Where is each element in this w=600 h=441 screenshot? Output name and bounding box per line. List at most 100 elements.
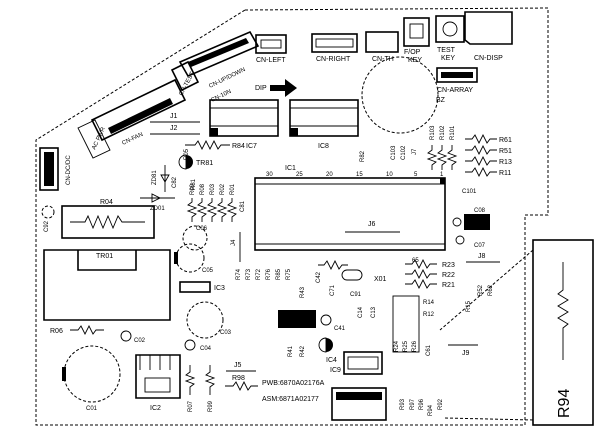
svg-text:R41: R41 xyxy=(288,345,294,357)
svg-text:J6: J6 xyxy=(368,221,376,228)
svg-text:C91: C91 xyxy=(350,292,362,298)
test-key-switch: TEST KEY xyxy=(435,15,465,62)
cap-c61: C61 xyxy=(426,344,432,356)
cap-c92: C92 xyxy=(41,205,55,232)
svg-text:R08: R08 xyxy=(200,183,206,195)
svg-text:R51: R51 xyxy=(499,148,512,155)
buzzer: BZ xyxy=(361,56,446,134)
svg-text:C14: C14 xyxy=(358,306,364,318)
svg-text:J9: J9 xyxy=(462,350,470,357)
svg-text:CN-DISP: CN-DISP xyxy=(474,55,503,62)
cn-right-connector: CN-RIGHT xyxy=(311,33,358,63)
resistor-r03-top: R82 C103 C102 J7 xyxy=(360,145,418,162)
inset-box xyxy=(532,239,594,426)
resistor-r84: R84 xyxy=(185,139,245,151)
svg-text:R93: R93 xyxy=(400,398,406,410)
chip-ic9: IC9 xyxy=(330,351,383,375)
svg-text:CN-RIGHT: CN-RIGHT xyxy=(316,56,351,63)
cn-dcdc-connector: CN-DC/DC xyxy=(39,147,72,191)
svg-text:CN-DC/DC: CN-DC/DC xyxy=(66,155,72,185)
svg-text:IC9: IC9 xyxy=(330,367,341,374)
svg-text:C13: C13 xyxy=(371,306,377,318)
svg-text:J1: J1 xyxy=(170,113,178,120)
cn-test-connector: CN-TEST xyxy=(170,60,200,97)
svg-text:C101: C101 xyxy=(462,189,477,195)
board-outline xyxy=(35,7,549,426)
svg-text:R98: R98 xyxy=(232,375,245,382)
transformer-tr01: TR01 xyxy=(43,249,171,321)
svg-text:R06: R06 xyxy=(50,328,63,335)
svg-text:C81: C81 xyxy=(240,200,246,212)
svg-text:F/OP: F/OP xyxy=(404,49,421,56)
diode-zd81: ZD81 xyxy=(152,165,170,192)
resistor-bank-r23: R23 R22 R21 xyxy=(405,258,455,290)
svg-text:IC2: IC2 xyxy=(150,405,161,412)
resistor-array-r24: R24 R25 R26 xyxy=(392,295,420,353)
svg-text:R42: R42 xyxy=(300,345,306,357)
svg-text:R81: R81 xyxy=(191,178,197,190)
svg-text:ZD81: ZD81 xyxy=(152,170,158,185)
cap-c101: C101 xyxy=(462,189,477,195)
svg-text:C03: C03 xyxy=(220,330,232,336)
cap-c06: C06 xyxy=(182,225,208,251)
svg-text:J2: J2 xyxy=(170,125,178,132)
resistor-bank-r7x: R74 R73 R72 R76 R85 R75 xyxy=(236,268,292,280)
svg-text:30: 30 xyxy=(266,172,273,178)
svg-text:R102: R102 xyxy=(440,125,446,140)
resistor-r07: R07 xyxy=(184,365,196,412)
svg-text:R75: R75 xyxy=(286,268,292,280)
jumper-j8: J8 xyxy=(466,253,500,263)
svg-text:C82: C82 xyxy=(172,176,178,188)
component-c41-block: C41 xyxy=(278,310,346,332)
svg-text:R09: R09 xyxy=(190,183,196,195)
cap-c82: C82 xyxy=(172,176,178,188)
svg-text:R22: R22 xyxy=(442,272,455,279)
svg-text:C02: C02 xyxy=(134,338,146,344)
dip-arrow: DIP xyxy=(255,79,297,97)
svg-text:R74: R74 xyxy=(236,268,242,280)
svg-text:ZD01: ZD01 xyxy=(150,206,165,212)
svg-text:J4: J4 xyxy=(231,239,237,246)
cap-c07: C07 xyxy=(455,235,486,249)
svg-text:R84: R84 xyxy=(232,143,245,150)
jumper-j4: J4 xyxy=(231,232,241,262)
jumper-j1: J1 xyxy=(150,113,200,123)
svg-text:C103: C103 xyxy=(391,145,397,160)
cn-left-connector: CN-LEFT xyxy=(255,34,287,64)
svg-text:R103: R103 xyxy=(430,125,436,140)
cap-c05: C05 xyxy=(174,243,214,274)
svg-text:CN-UP/DOWN: CN-UP/DOWN xyxy=(208,67,246,90)
resistor-r99: R99 xyxy=(204,365,216,412)
cap-c81: C81 xyxy=(240,200,246,212)
svg-text:J7: J7 xyxy=(412,148,418,155)
chip-ic4: IC4 xyxy=(318,337,337,364)
svg-text:KEY: KEY xyxy=(408,57,422,64)
asm-label: ASM:6871A02177 xyxy=(262,396,319,403)
svg-text:R52: R52 xyxy=(478,284,484,296)
resistor-bank-r15: R15 R52 R62 xyxy=(466,284,494,312)
svg-text:R02: R02 xyxy=(220,183,226,195)
resistor-bank-r03-r08: R09 R08 R03 R02 R01 xyxy=(186,183,238,222)
svg-text:CN-ARRAY: CN-ARRAY xyxy=(437,87,473,94)
svg-text:R61: R61 xyxy=(499,137,512,144)
cn-disp-connector: CN-DISP xyxy=(464,11,513,62)
chip-ic3: IC3 xyxy=(179,281,225,293)
svg-text:R11: R11 xyxy=(499,170,511,177)
resistor-r43: R43 xyxy=(300,286,306,298)
resistor-r98: R98 xyxy=(225,375,258,392)
resistor-r01-mid xyxy=(318,259,348,271)
svg-text:J8: J8 xyxy=(478,253,486,260)
svg-text:PWB:6870A02176A: PWB:6870A02176A xyxy=(262,380,325,387)
svg-text:IC7: IC7 xyxy=(246,143,257,150)
svg-text:IC8: IC8 xyxy=(318,143,329,150)
svg-text:R72: R72 xyxy=(256,268,262,280)
svg-text:TEST: TEST xyxy=(437,47,456,54)
svg-text:DIP: DIP xyxy=(255,85,267,92)
chip-ic8: IC8 xyxy=(289,99,359,150)
svg-text:CN-FAN: CN-FAN xyxy=(121,132,144,147)
cap-c01: C01 xyxy=(62,345,121,412)
svg-text:R62: R62 xyxy=(488,284,494,296)
svg-text:R92: R92 xyxy=(438,398,444,410)
svg-text:C42: C42 xyxy=(316,271,322,283)
